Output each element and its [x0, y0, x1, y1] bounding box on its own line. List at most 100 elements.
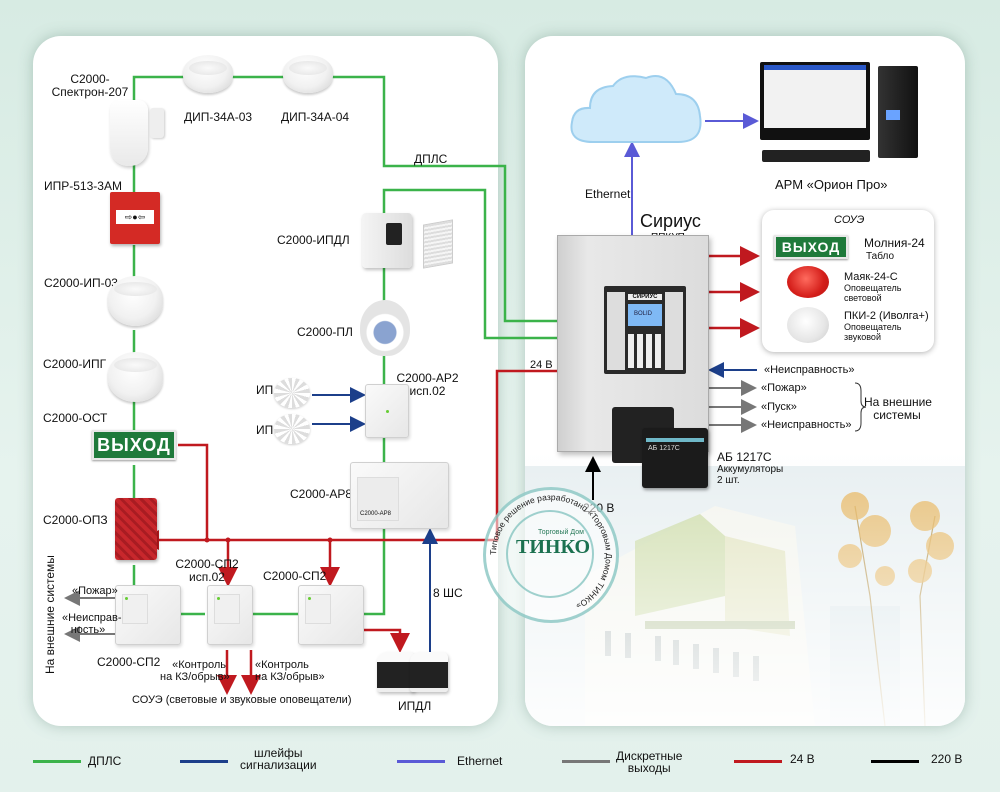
ctrl2-label-l1: «Контроль: [255, 659, 309, 671]
arm-screen: [764, 65, 866, 128]
ar8-face-text: С2000-АР8: [360, 511, 392, 517]
ipg-detector: [108, 352, 163, 402]
pc-display: [886, 110, 900, 120]
ipdl-detector: [362, 213, 412, 268]
sirius-screen-text: BOLID: [634, 311, 653, 317]
legend-swatch-loops: [180, 760, 228, 763]
battery-name: АБ 1217С: [717, 450, 772, 464]
mayak-desc-l1: Оповещатель: [844, 283, 902, 293]
legend-label-220v: 220 В: [931, 752, 963, 766]
arm-pc-tower: [878, 66, 918, 158]
ip1-detector: [274, 378, 310, 408]
ctrl1-label: «Контроль на КЗ/обрыв»: [160, 659, 230, 683]
ip1-label: ИП: [256, 383, 274, 397]
ctrl2-label-l2: на КЗ/обрыв»: [255, 671, 325, 683]
ipdl-bottom-label: ИПДЛ: [398, 699, 432, 713]
opz-siren: [115, 498, 157, 560]
spectron-label: С2000- Спектрон-207: [40, 73, 140, 99]
arm-label: АРМ «Орион Про»: [775, 177, 888, 192]
legend-label-discrete-l2: выходы: [627, 761, 671, 775]
stamp-ring-text: Типовое решение разработано «Торговым До…: [488, 492, 614, 612]
ipdl-pair-right: [410, 652, 448, 692]
ar2-label: С2000-АР2 исп.02: [395, 372, 460, 398]
legend-label-loops: шлейфы сигнализации: [240, 747, 317, 771]
sirius-right-buttons[interactable]: [665, 292, 683, 370]
ipr-label: ИПР-513-3АМ: [44, 179, 122, 193]
ipdl-pair-left: [377, 652, 415, 692]
spectron-label-l2: Спектрон-207: [51, 85, 129, 99]
pki-desc-l2: звуковой: [844, 332, 881, 342]
sp2-mid-label: С2000-СП2: [263, 569, 327, 583]
ipr-manual-call-point: ⇨●⇦: [110, 192, 160, 244]
molniya-name: Молния-24: [864, 236, 925, 250]
sirius-title: Сириус: [640, 211, 701, 231]
ip-03-detector: [108, 276, 163, 326]
legend-swatch-220v: [871, 760, 919, 763]
sirius-face-label: СИРИУС: [628, 294, 662, 300]
opz-label: С2000-ОПЗ: [43, 513, 108, 527]
arm-keyboard: [762, 150, 870, 162]
dip-34a-04-label: ДИП-34А-04: [281, 110, 350, 124]
legend-swatch-24v: [734, 760, 782, 763]
spectron-bracket: [150, 108, 164, 138]
ar8-face: [357, 477, 399, 521]
ipg-label: С2000-ИПГ: [43, 357, 107, 371]
pl-label: С2000-ПЛ: [297, 325, 353, 339]
ext-systems-vertical-label: На внешние системы: [43, 555, 57, 674]
dpls-label: ДПЛС: [414, 152, 448, 166]
cloud-icon: [568, 72, 706, 147]
legend-label-24v: 24 В: [790, 752, 815, 766]
sp2-02-module: [207, 585, 253, 645]
out-fault-label: «Неисправ- ность»: [62, 612, 122, 636]
legend-label-dpls: ДПЛС: [88, 754, 122, 768]
pki-sounder-icon: [787, 307, 829, 343]
arm-monitor: [760, 62, 870, 140]
output-start-label: «Пуск»: [761, 401, 797, 413]
pl-detector: [360, 300, 410, 356]
legend-label-discrete-l1: Дискретные: [616, 749, 683, 763]
soue-box: СОУЭ ВЫХОД Молния-24 Табло Маяк-24-С Опо…: [762, 210, 934, 352]
pki-name: ПКИ-2 (Иволга+): [844, 310, 929, 322]
ext-systems-label: На внешние системы: [864, 396, 932, 422]
ar2-label-l2: исп.02: [409, 384, 446, 398]
sp2-mid-module: [298, 585, 364, 645]
spectron-device: [110, 100, 148, 166]
v24-label: 24 В: [530, 359, 553, 371]
ipdl-label: С2000-ИПДЛ: [277, 233, 350, 247]
legend-swatch-dpls: [33, 760, 81, 763]
ipdl-lens: [386, 223, 402, 245]
ipr-button-window: ⇨●⇦: [116, 210, 154, 224]
battery-qty: 2 шт.: [717, 475, 740, 486]
stamp-inner-ring: [506, 510, 594, 598]
legend-label-loops-l1: шлейфы: [254, 746, 303, 760]
legend-swatch-ethernet: [397, 760, 445, 763]
mayak-desc-l2: световой: [844, 293, 882, 303]
legend-label-loops-l2: сигнализации: [240, 758, 317, 772]
pki-desc-l1: Оповещатель: [844, 322, 902, 332]
ipdl-reflector: [423, 219, 453, 269]
legend-label-discrete: Дискретные выходы: [616, 750, 682, 774]
sirius-control-panel: СИРИУС BOLID: [604, 286, 686, 374]
mayak-desc: Оповещатель световой: [844, 283, 901, 303]
stamp-small-text: Торговый Дом: [538, 529, 584, 536]
ost-label: С2000-ОСТ: [43, 411, 108, 425]
sp2-02-label: С2000-СП2 исп.02: [172, 558, 242, 584]
loops-8shs-label: 8 ШС: [433, 586, 463, 600]
battery-front: АБ 1217С: [642, 428, 708, 488]
ctrl1-label-l2: на КЗ/обрыв»: [160, 671, 230, 683]
ar2-led: [386, 410, 389, 413]
sirius-left-indicators: [607, 292, 625, 370]
battery-face-label: АБ 1217С: [648, 445, 680, 452]
dip-34a-04-detector: [283, 55, 333, 93]
sirius-screen: BOLID: [628, 304, 662, 326]
svg-text:Типовое решение разработано «Т: Типовое решение разработано «Торговым До…: [488, 492, 614, 612]
sp2-left-module: [115, 585, 181, 645]
mayak-light-icon: [787, 266, 829, 298]
stamp-logo: ТИНКО: [516, 536, 591, 558]
out-fault-label-l2: ность»: [70, 624, 106, 636]
sirius-keypad[interactable]: [628, 334, 662, 368]
ip2-label: ИП: [256, 423, 274, 437]
molniya-exit-sign: ВЫХОД: [774, 235, 848, 259]
sp2-02-label-l2: исп.02: [189, 570, 225, 584]
molniya-desc: Табло: [866, 251, 895, 262]
